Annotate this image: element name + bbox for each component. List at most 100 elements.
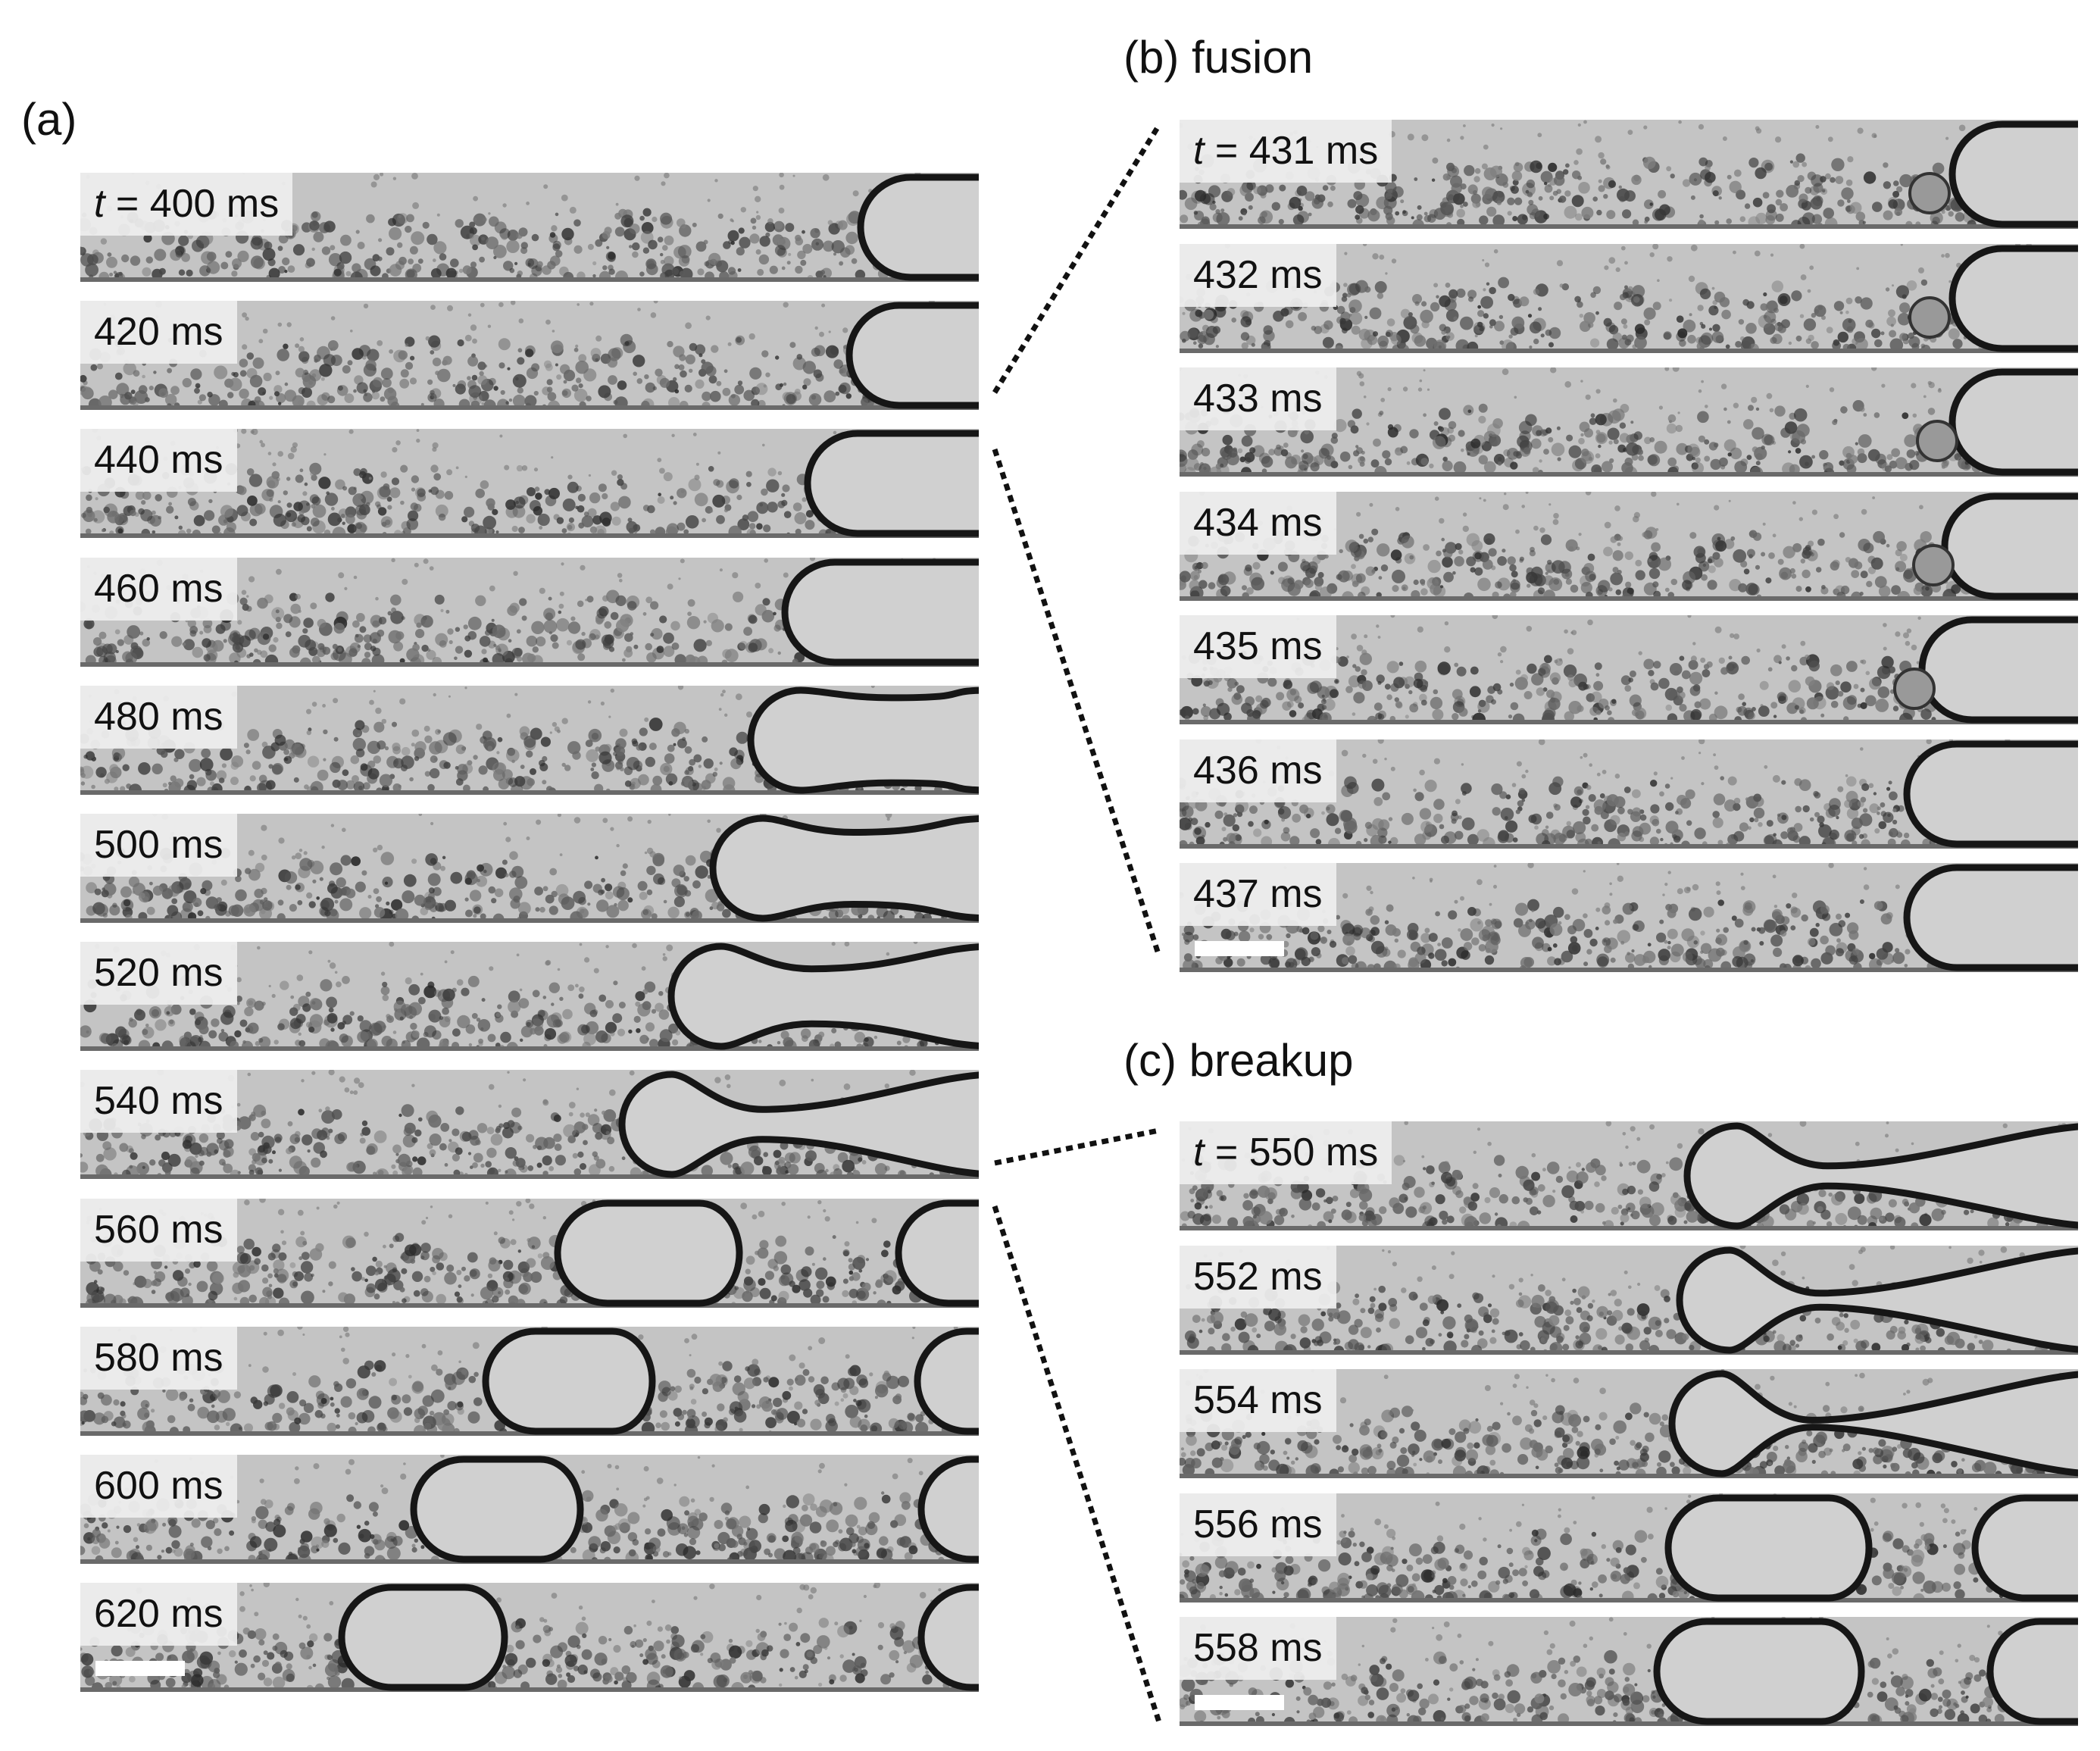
channel-wall xyxy=(80,918,979,923)
channel-wall xyxy=(1180,1350,2078,1355)
connector-b-bottom xyxy=(992,448,1162,958)
time-label: t = 431 ms xyxy=(1180,120,1392,183)
time-value: = 400 ms xyxy=(105,182,280,226)
detached-droplet xyxy=(338,1584,508,1691)
time-value: 436 ms xyxy=(1193,749,1323,793)
panel-b-frame: t = 431 ms xyxy=(1180,120,2078,229)
channel-wall xyxy=(80,662,979,667)
panel-b-frame: 436 ms xyxy=(1180,739,2078,849)
droplet xyxy=(1918,616,2078,724)
channel-wall xyxy=(80,790,979,795)
time-value: 432 ms xyxy=(1193,253,1323,297)
detached-droplet xyxy=(1664,1494,1873,1602)
small-droplet xyxy=(1916,420,1958,462)
panel-a-frame: 420 ms xyxy=(80,301,979,410)
channel-wall xyxy=(1180,596,2078,601)
trailing-plug xyxy=(914,1327,979,1435)
droplet xyxy=(667,943,979,1050)
channel-wall xyxy=(80,405,979,410)
panel-a-frame: 600 ms xyxy=(80,1455,979,1564)
panel-a-frame: 620 ms xyxy=(80,1583,979,1692)
trailing-plug xyxy=(895,1199,979,1307)
channel-wall xyxy=(80,1303,979,1308)
time-value: 560 ms xyxy=(94,1208,223,1252)
time-label: 420 ms xyxy=(80,301,237,364)
droplet xyxy=(845,302,979,409)
micrograph xyxy=(1180,615,2078,724)
detached-droplet xyxy=(1653,1618,1865,1725)
panel-c-frame: 554 ms xyxy=(1180,1369,2078,1478)
connector-b-top xyxy=(992,124,1161,394)
time-value: 440 ms xyxy=(94,438,223,482)
panel-b-frame: 437 ms xyxy=(1180,863,2078,972)
droplet xyxy=(1903,864,2078,971)
time-symbol: t xyxy=(1193,129,1205,173)
trailing-plug xyxy=(917,1584,979,1691)
panel-a-frame: 580 ms xyxy=(80,1327,979,1436)
time-value: 556 ms xyxy=(1193,1502,1323,1546)
droplet xyxy=(709,815,979,922)
droplet xyxy=(747,686,979,794)
time-value: 554 ms xyxy=(1193,1378,1323,1422)
channel-wall xyxy=(80,1174,979,1179)
panel-a-frame: 520 ms xyxy=(80,942,979,1051)
time-value: = 550 ms xyxy=(1204,1130,1379,1174)
small-droplet xyxy=(1908,296,1951,339)
connector-c-bottom xyxy=(992,1205,1162,1724)
time-value: 437 ms xyxy=(1193,872,1323,916)
droplet xyxy=(1903,740,2078,848)
droplet xyxy=(781,558,979,666)
time-label: 560 ms xyxy=(80,1199,237,1262)
panel-a-frame: 500 ms xyxy=(80,814,979,923)
time-label: 554 ms xyxy=(1180,1369,1336,1432)
channel-wall xyxy=(1180,720,2078,724)
particle-texture xyxy=(1180,244,2078,353)
panel-a-frame: 460 ms xyxy=(80,558,979,667)
time-value: 540 ms xyxy=(94,1079,223,1123)
time-label: t = 550 ms xyxy=(1180,1121,1392,1184)
panel-a-frame: 480 ms xyxy=(80,686,979,795)
droplet xyxy=(857,174,979,281)
channel-wall xyxy=(1180,224,2078,229)
channel-wall xyxy=(1180,1721,2078,1726)
time-label: 520 ms xyxy=(80,942,237,1005)
channel-wall xyxy=(1180,472,2078,477)
time-label: 434 ms xyxy=(1180,492,1336,555)
micrograph xyxy=(1180,1246,2078,1355)
panel-a-label: (a) xyxy=(21,94,77,145)
panel-c-label: (c) breakup xyxy=(1123,1035,1354,1086)
time-label: 600 ms xyxy=(80,1455,237,1518)
time-value: 433 ms xyxy=(1193,377,1323,421)
time-value: 620 ms xyxy=(94,1592,223,1636)
time-symbol: t xyxy=(1193,1130,1205,1174)
droplet xyxy=(1683,1122,2078,1230)
connector-c-top xyxy=(994,1127,1160,1166)
scale-bar xyxy=(95,1661,185,1676)
detached-droplet xyxy=(482,1327,656,1435)
scale-bar xyxy=(1195,1695,1284,1710)
panel-b-frame: 432 ms xyxy=(1180,244,2078,353)
time-label: 552 ms xyxy=(1180,1246,1336,1309)
droplet xyxy=(618,1071,979,1178)
channel-wall xyxy=(1180,1474,2078,1478)
time-value: 580 ms xyxy=(94,1336,223,1380)
time-label: 440 ms xyxy=(80,429,237,492)
time-label: 437 ms xyxy=(1180,863,1336,926)
time-value: 552 ms xyxy=(1193,1255,1323,1299)
time-label: 620 ms xyxy=(80,1583,237,1646)
time-symbol: t xyxy=(94,182,105,226)
time-label: 432 ms xyxy=(1180,244,1336,307)
channel-wall xyxy=(1180,1598,2078,1602)
panel-a-frame: t = 400 ms xyxy=(80,173,979,282)
panel-a-frame: 540 ms xyxy=(80,1070,979,1179)
small-droplet xyxy=(1908,172,1951,214)
droplet xyxy=(804,430,979,537)
channel-wall xyxy=(1180,844,2078,849)
panel-c-frame: 556 ms xyxy=(1180,1493,2078,1602)
time-label: t = 400 ms xyxy=(80,173,293,236)
panel-b-frame: 433 ms xyxy=(1180,367,2078,477)
time-label: 433 ms xyxy=(1180,367,1336,430)
trailing-plug xyxy=(1986,1618,2078,1725)
time-label: 556 ms xyxy=(1180,1493,1336,1556)
time-value: 600 ms xyxy=(94,1464,223,1508)
